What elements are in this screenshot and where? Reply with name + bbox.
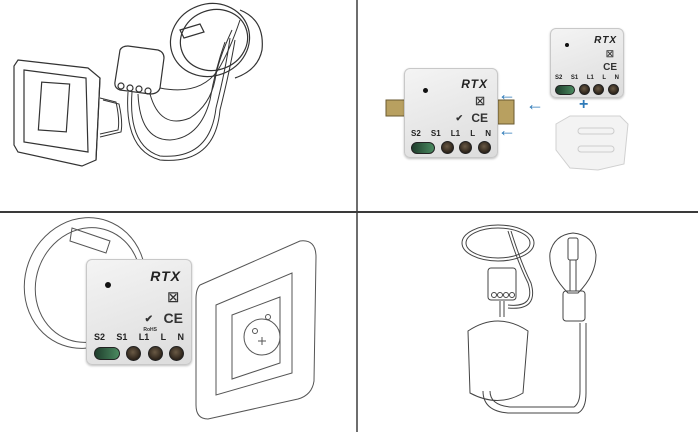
mini-module-outline xyxy=(487,267,517,301)
screw-terminal xyxy=(607,84,619,95)
status-led xyxy=(423,88,428,93)
wall-socket xyxy=(195,240,317,420)
screw-terminal xyxy=(593,84,605,95)
screw-terminal xyxy=(440,141,454,154)
ce-mark: CE xyxy=(163,310,183,326)
screw-terminal xyxy=(477,141,491,154)
switch-terminal-block xyxy=(94,347,120,360)
brand-logo: RTX xyxy=(594,35,617,46)
status-led xyxy=(565,43,569,47)
screw-terminal xyxy=(126,346,142,361)
junction-box xyxy=(169,2,263,79)
light-bulb-icon xyxy=(549,232,597,322)
rohs-check-icon: ✔ xyxy=(144,314,153,325)
terminals xyxy=(555,84,619,95)
terminal-label-l: L xyxy=(602,75,607,81)
terminal-label-l: L xyxy=(160,332,167,342)
switch-terminal-block xyxy=(411,141,435,154)
ce-mark: CE xyxy=(471,111,488,125)
rtx-module-small: RTX ☒ CE S2 S1 L1 L N xyxy=(550,28,624,98)
wires xyxy=(499,230,534,317)
mini-module-outline xyxy=(114,45,165,95)
terminal-label-s2: S2 xyxy=(555,75,563,81)
panel-socket-mounting: RTX ☒ CE ✔ RoHS S2 S1 L1 L N xyxy=(0,213,356,432)
terminal-label-l1: L1 xyxy=(450,129,461,138)
ce-mark: CE xyxy=(603,62,617,73)
horizontal-divider xyxy=(0,211,698,213)
rohs-check-icon: ✔ xyxy=(455,113,463,123)
rtx-module-large: RTX ☒ CE ✔ S2 S1 L1 L N xyxy=(404,68,498,158)
terminal-labels: S2 S1 L1 L N xyxy=(411,129,491,138)
status-led xyxy=(105,282,111,288)
terminal-label-n: N xyxy=(485,129,491,138)
screw-terminal xyxy=(168,346,184,361)
terminals xyxy=(411,141,491,154)
terminal-label-l: L xyxy=(470,129,476,138)
terminal-label-s1: S1 xyxy=(116,332,128,342)
panel-wiring-switch xyxy=(0,0,356,211)
wires xyxy=(99,19,241,161)
panel-din-rail-mounting: RTX ☒ CE ✔ S2 S1 L1 L N ← ← ← RTX ☒ CE S… xyxy=(358,0,698,211)
terminal-label-l1: L1 xyxy=(138,332,150,342)
terminal-label-s1: S1 xyxy=(430,129,441,138)
panel-lamp-mounting xyxy=(358,213,698,432)
rtx-module: RTX ☒ CE ✔ RoHS S2 S1 L1 L N xyxy=(86,259,192,365)
weee-icon: ☒ xyxy=(167,290,179,305)
terminal-label-s1: S1 xyxy=(570,75,579,81)
weee-icon: ☒ xyxy=(605,49,614,59)
plus-icon: + xyxy=(579,96,589,113)
switch-terminal-block xyxy=(555,84,575,95)
brand-logo: RTX xyxy=(150,268,181,284)
lamp-cord xyxy=(482,323,587,414)
rohs-label: RoHS xyxy=(143,327,157,333)
din-rail-adapter xyxy=(555,115,629,171)
canopy xyxy=(467,320,529,401)
screw-terminal xyxy=(459,141,473,154)
brand-logo: RTX xyxy=(461,77,488,91)
terminal-label-s2: S2 xyxy=(411,129,421,138)
vertical-divider xyxy=(356,0,358,432)
terminals xyxy=(94,346,184,361)
lamp-diagram xyxy=(461,224,597,414)
terminal-label-n: N xyxy=(177,332,184,342)
arrow-left-icon: ← xyxy=(498,84,516,104)
arrow-left-icon: ← xyxy=(526,94,544,114)
wiring-diagram xyxy=(13,2,263,167)
screw-terminal xyxy=(147,346,163,361)
wall-switch xyxy=(13,59,101,167)
terminal-labels: S2 S1 L1 L N xyxy=(555,75,619,81)
ceiling-box xyxy=(461,224,535,262)
terminal-label-s2: S2 xyxy=(94,332,106,342)
terminal-labels: S2 S1 L1 L N xyxy=(94,332,184,342)
weee-icon: ☒ xyxy=(475,96,485,108)
terminal-label-l1: L1 xyxy=(586,75,594,81)
terminal-label-n: N xyxy=(614,75,619,81)
arrow-left-icon: ← xyxy=(498,120,516,140)
screw-terminal xyxy=(578,84,590,95)
